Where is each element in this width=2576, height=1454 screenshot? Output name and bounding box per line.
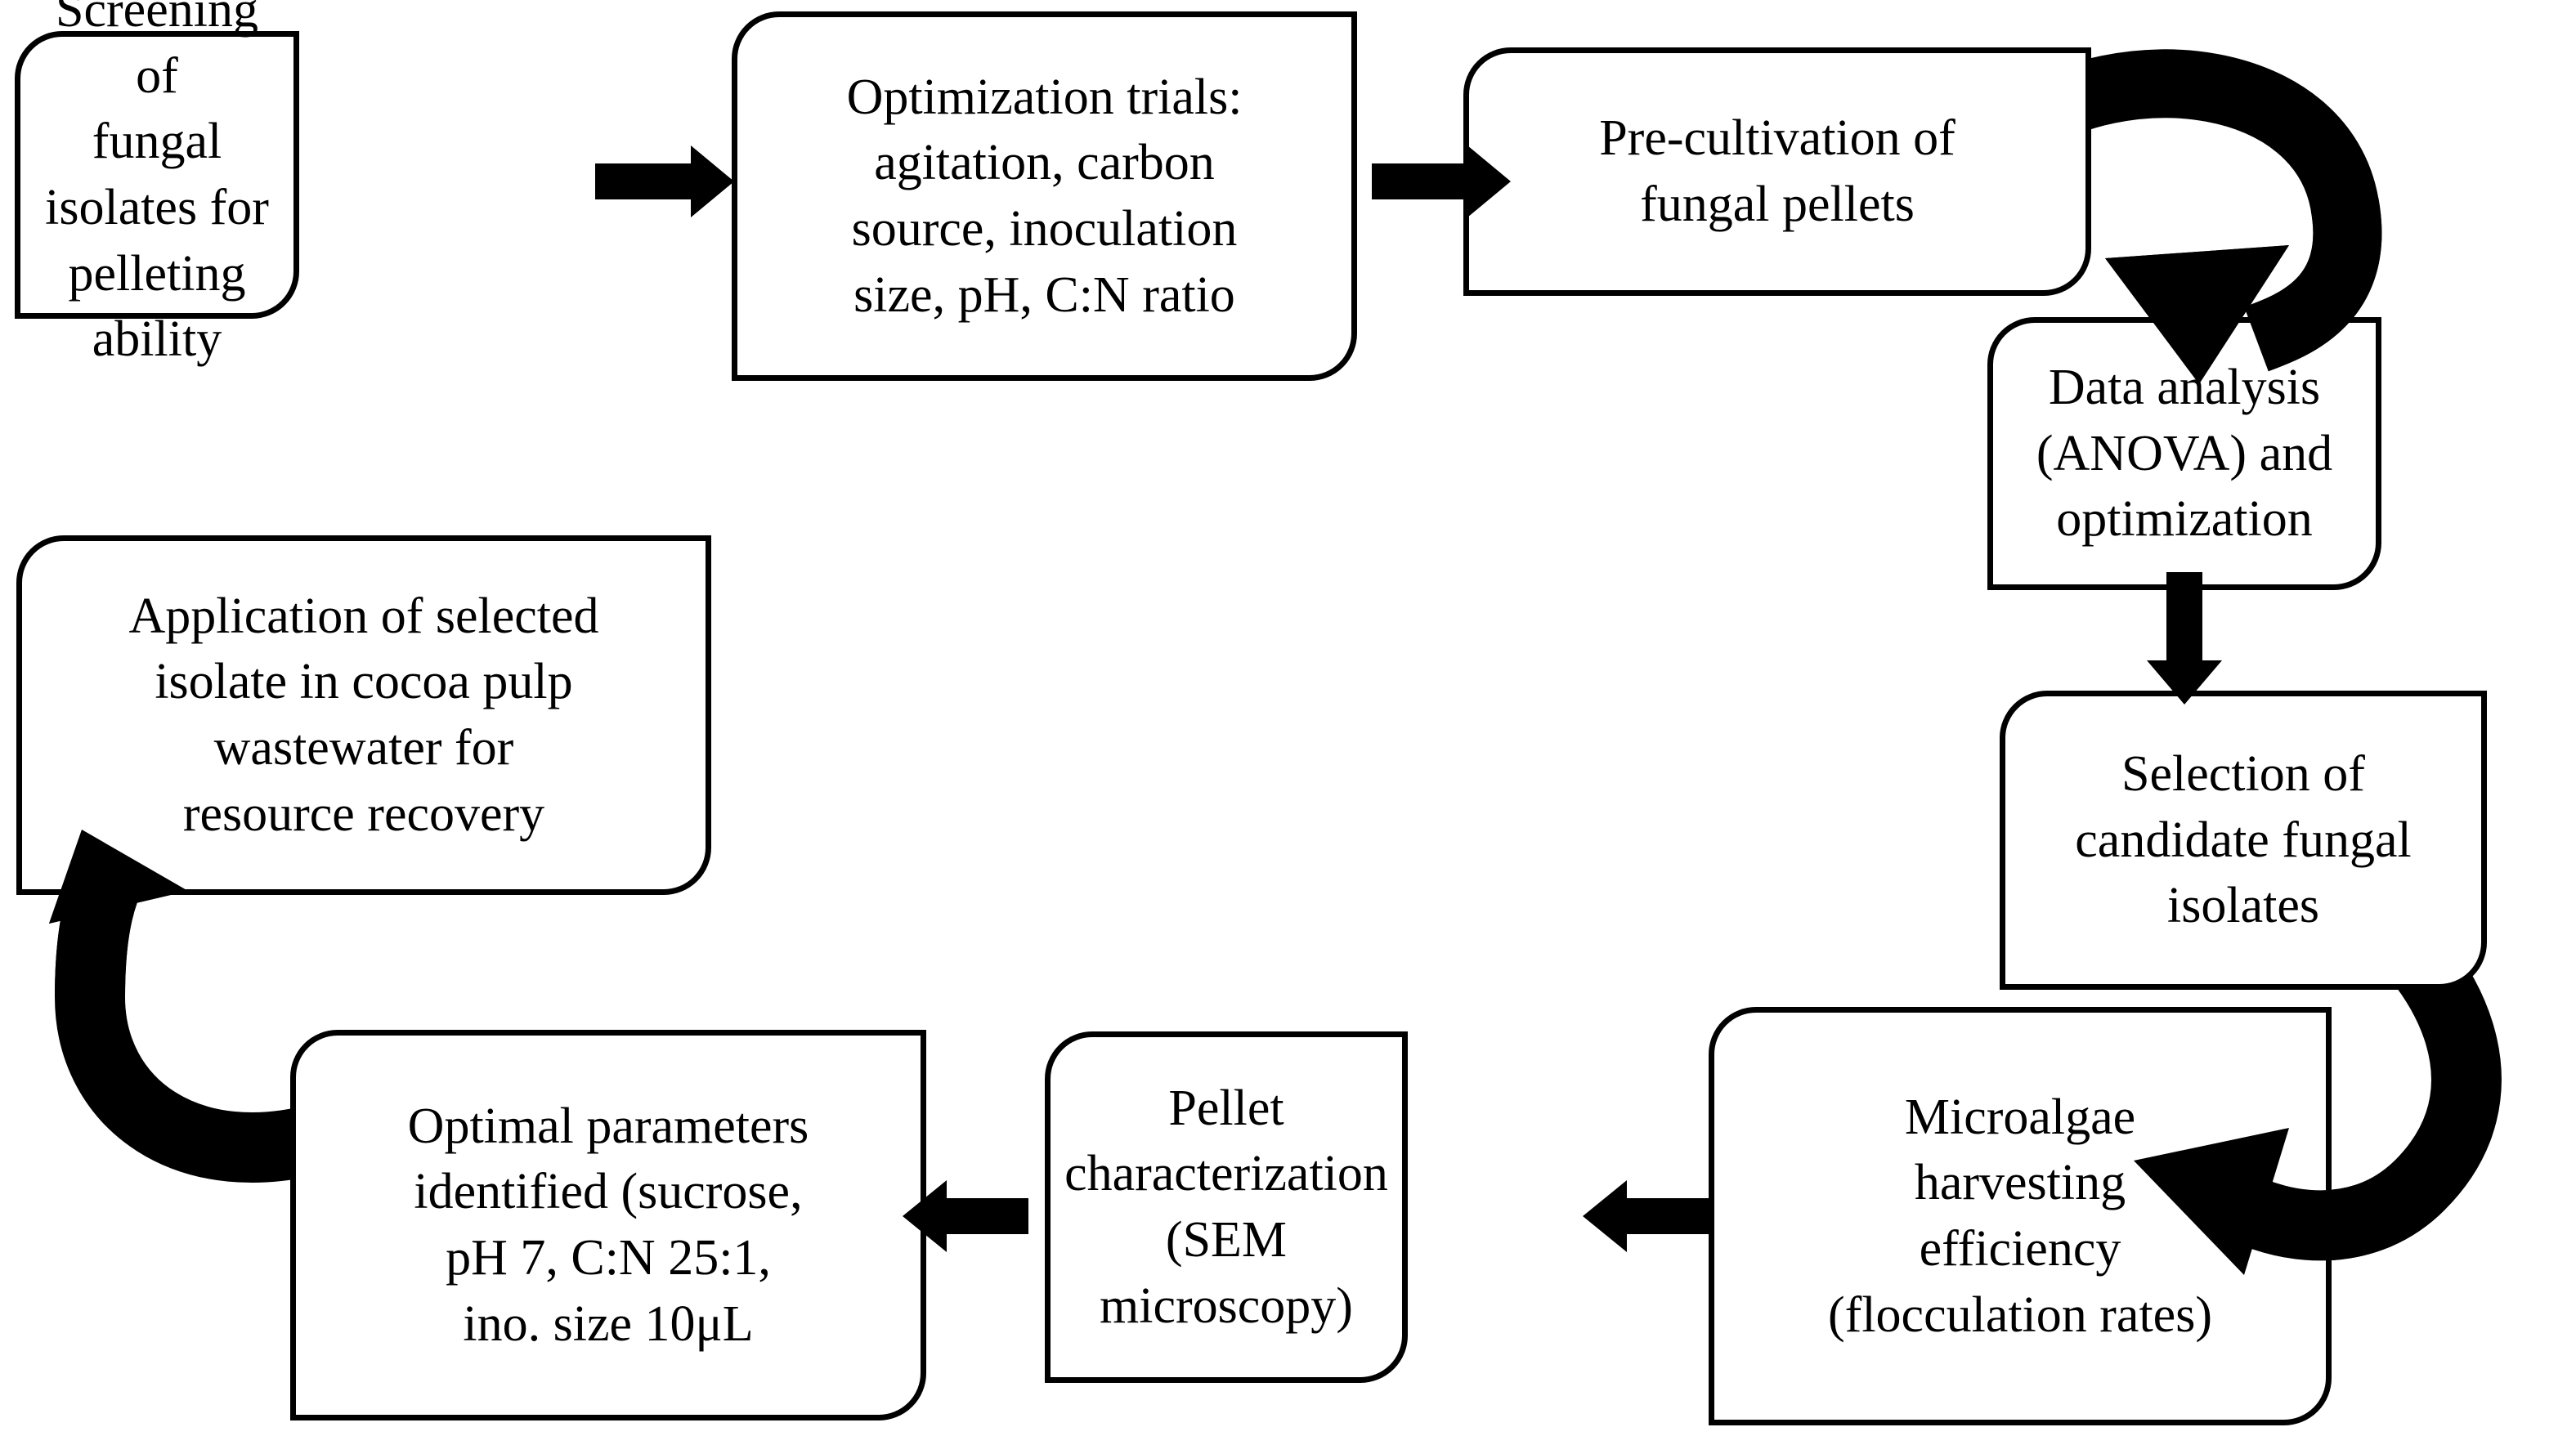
node-optimization-trials[interactable]: Optimization trials: agitation, carbon s… — [732, 11, 1357, 381]
node-pre-cultivation-label: Pre-cultivation of fungal pellets — [1599, 110, 1956, 232]
node-application-wastewater-label: Application of selected isolate in cocoa… — [128, 588, 599, 842]
node-pre-cultivation[interactable]: Pre-cultivation of fungal pellets — [1463, 47, 2091, 296]
node-optimal-parameters-label: Optimal parameters identified (sucrose, … — [407, 1098, 809, 1352]
node-selection-candidates-label: Selection of candidate fungal isolates — [2075, 746, 2412, 934]
node-pellet-characterization-label: Pellet characterization (SEM microscopy) — [1064, 1080, 1388, 1334]
node-data-analysis[interactable]: Data analysis (ANOVA) and optimization — [1987, 317, 2381, 590]
node-application-wastewater[interactable]: Application of selected isolate in cocoa… — [16, 535, 711, 895]
node-screening-label: Screening of fungal isolates for pelleti… — [45, 0, 269, 368]
node-microalgae-harvesting-label: Microalgae harvesting efficiency (floccu… — [1828, 1089, 2212, 1343]
node-optimal-parameters[interactable]: Optimal parameters identified (sucrose, … — [290, 1030, 926, 1420]
arrow-data-analysis-to-selection — [2147, 572, 2222, 705]
arrow-microalgae-to-pellet — [1583, 1180, 1709, 1252]
node-pellet-characterization[interactable]: Pellet characterization (SEM microscopy) — [1045, 1031, 1408, 1383]
node-optimization-trials-label: Optimization trials: agitation, carbon s… — [846, 69, 1243, 323]
node-screening[interactable]: Screening of fungal isolates for pelleti… — [15, 0, 299, 367]
node-microalgae-harvesting[interactable]: Microalgae harvesting efficiency (floccu… — [1709, 1007, 2332, 1425]
arrow-screening-to-optimization — [595, 145, 734, 217]
node-data-analysis-label: Data analysis (ANOVA) and optimization — [2036, 360, 2333, 548]
node-selection-candidates[interactable]: Selection of candidate fungal isolates — [2000, 691, 2487, 990]
